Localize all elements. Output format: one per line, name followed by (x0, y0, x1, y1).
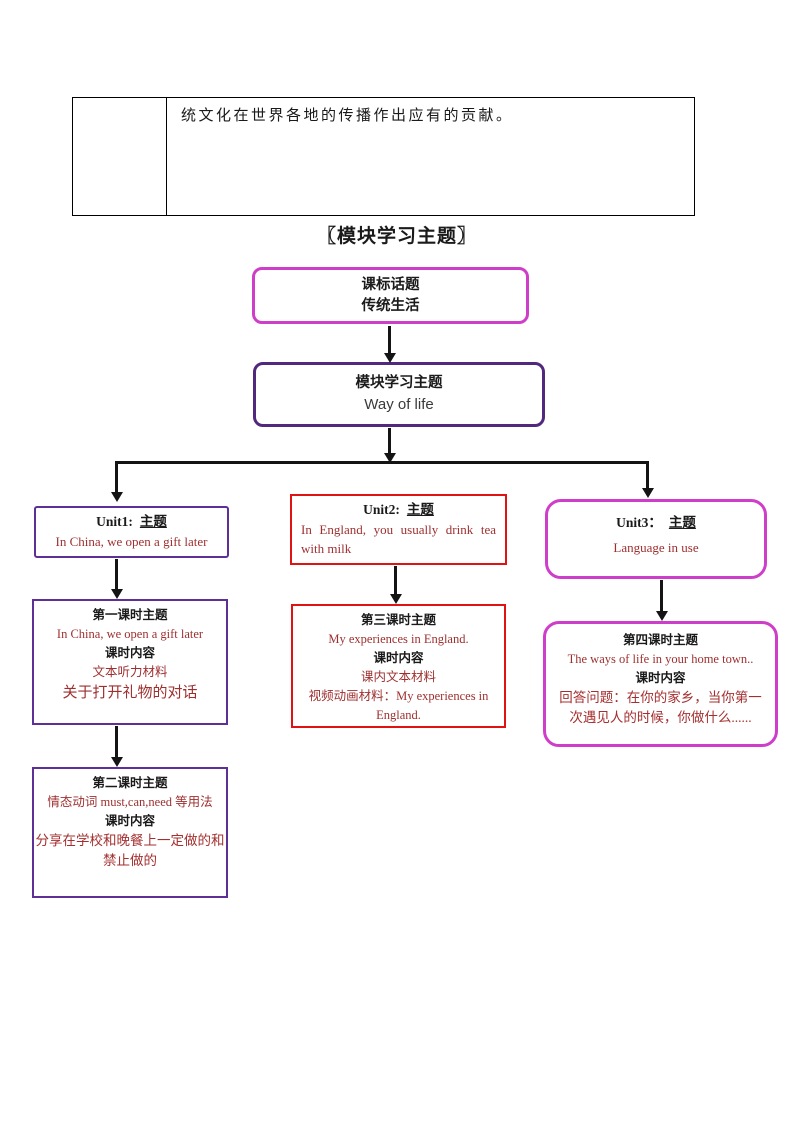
arrow-unit1-to-lesson1 (115, 559, 118, 589)
section-heading: 〖模块学习主题〗 (316, 226, 477, 247)
lesson1-subtitle: In China, we open a gift later (56, 627, 204, 641)
unit2-body: In England, you usually drink tea with m… (301, 522, 496, 556)
lesson4-title: 第四课时主题 (622, 633, 698, 647)
unit2-title-prefix: Unit2: (363, 502, 400, 517)
lesson3-label: 课时内容 (373, 651, 424, 665)
lesson2-label: 课时内容 (104, 814, 155, 828)
lesson3-subtitle: My experiences in England. (328, 632, 469, 646)
unit1-box: Unit1: 主题 In China, we open a gift later (34, 506, 229, 558)
module-box-line1: 模块学习主题 (355, 375, 443, 391)
arrow-unit3-to-lesson4 (660, 580, 663, 611)
topic-box-line2: 传统生活 (361, 297, 420, 314)
arrow-lesson1-to-lesson2 (115, 726, 118, 757)
unit2-box: Unit2: 主题 In England, you usually drink t… (290, 494, 507, 565)
branch-line (116, 461, 649, 464)
lesson4-subtitle: The ways of life in your home town.. (567, 652, 754, 666)
table-cell-empty (73, 98, 167, 215)
lesson3-line2: 视频动画材料：My experiences in England. (308, 689, 489, 722)
topic-box: 课标话题 传统生活 (252, 267, 529, 324)
excerpt-table: 统文化在世界各地的传播作出应有的贡献。 (72, 97, 695, 216)
lesson1-line2: 关于打开礼物的对话 (62, 685, 198, 701)
arrow-branch-to-unit1 (115, 461, 118, 492)
lesson1-label: 课时内容 (104, 646, 155, 660)
arrow-branch-to-unit3 (646, 461, 649, 488)
lesson2-title: 第二课时主题 (92, 776, 168, 790)
lesson2-line1: 分享在学校和晚餐上一定做的和禁止做的 (35, 833, 225, 868)
lesson1-box: 第一课时主题 In China, we open a gift later 课时… (32, 599, 228, 725)
lesson1-line1: 文本听力材料 (92, 665, 168, 679)
arrow-unit2-to-lesson3 (394, 566, 397, 594)
lesson3-title: 第三课时主题 (360, 613, 436, 627)
unit3-title: Unit3： 主题 (548, 511, 764, 535)
unit3-box: Unit3： 主题 Language in use (545, 499, 767, 579)
lesson4-line1: 回答问题：在你的家乡，当你第一次遇见人的时候，你做什么...... (559, 690, 762, 725)
unit2-title-topic: 主题 (406, 502, 434, 517)
table-cell-text: 统文化在世界各地的传播作出应有的贡献。 (181, 108, 514, 124)
module-box-line2: Way of life (364, 396, 434, 413)
unit3-body: Language in use (613, 540, 699, 555)
unit1-body: In China, we open a gift later (55, 534, 208, 549)
arrow-topic-to-module (388, 326, 391, 353)
lesson2-box: 第二课时主题 情态动词 must,can,need 等用法 课时内容 分享在学校… (32, 767, 228, 898)
lesson1-title: 第一课时主题 (92, 608, 168, 622)
lesson3-box: 第三课时主题 My experiences in England. 课时内容 课… (291, 604, 506, 728)
unit1-title-topic: 主题 (139, 514, 167, 529)
unit3-title-topic: 主题 (668, 515, 696, 530)
lesson3-line1: 课内文本材料 (360, 670, 436, 684)
lesson4-box: 第四课时主题 The ways of life in your home tow… (543, 621, 778, 747)
unit1-title-prefix: Unit1: (96, 514, 133, 529)
unit3-title-prefix: Unit3： (616, 515, 662, 530)
module-box: 模块学习主题 Way of life (253, 362, 545, 427)
lesson2-subtitle: 情态动词 must,can,need 等用法 (47, 795, 213, 809)
topic-box-line1: 课标话题 (361, 276, 420, 293)
lesson4-label: 课时内容 (635, 671, 686, 685)
unit2-title: Unit2: 主题 (301, 500, 496, 520)
unit1-title: Unit1: 主题 (36, 512, 227, 532)
arrow-module-to-branch (388, 428, 391, 453)
